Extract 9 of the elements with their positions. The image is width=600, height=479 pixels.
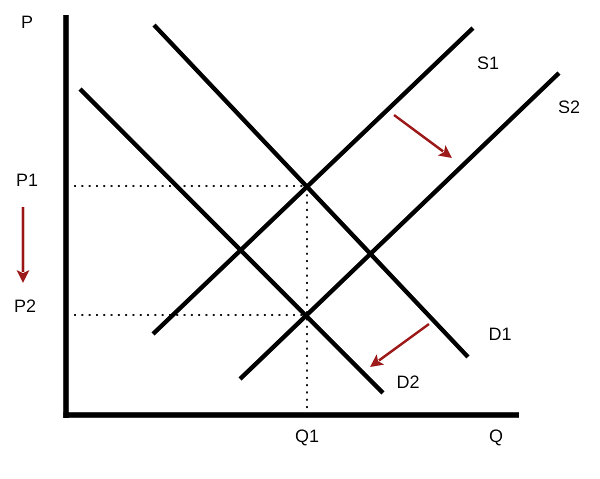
axis-label: P [21, 12, 33, 32]
tick-label: P2 [14, 296, 36, 316]
axis-label: Q [489, 426, 503, 446]
curve-label: S2 [558, 97, 580, 117]
curve-label: S1 [476, 53, 500, 73]
tick-label: Q1 [295, 426, 319, 446]
curve-label: D1 [488, 324, 512, 344]
curve-label: D2 [396, 372, 420, 392]
tick-label: P1 [16, 170, 38, 190]
